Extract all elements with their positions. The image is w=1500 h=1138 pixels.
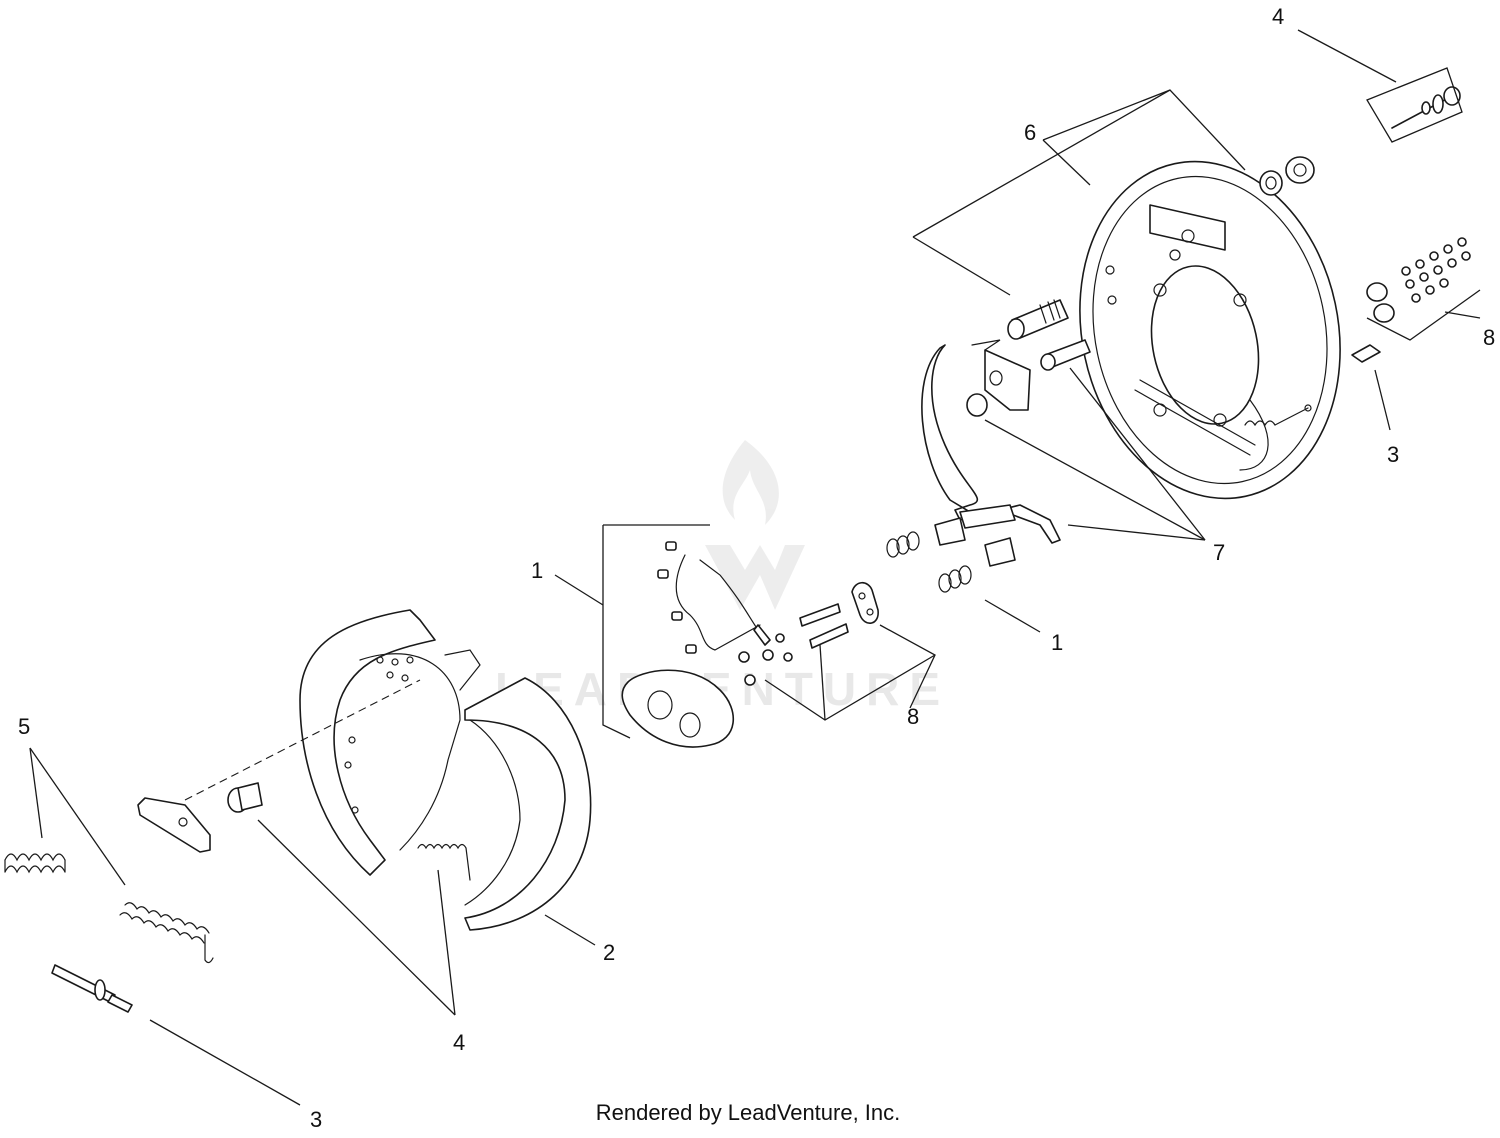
hardware-kit-right xyxy=(1366,237,1471,323)
hex-nut xyxy=(1285,156,1315,184)
leader-lines xyxy=(29,29,1481,1106)
return-spring-b xyxy=(938,565,972,593)
actuating-lever xyxy=(921,339,1061,567)
callout-3-right: 3 xyxy=(1387,442,1399,467)
callout-8-mid: 8 xyxy=(907,704,919,729)
callout-3-bottom: 3 xyxy=(310,1107,322,1132)
magnet xyxy=(621,669,734,748)
brake-shoe-front xyxy=(444,649,592,931)
magnet-harness xyxy=(657,541,774,661)
callout-7: 7 xyxy=(1213,540,1225,565)
shoe-spring xyxy=(417,843,471,881)
adjuster-spring-small xyxy=(1244,407,1309,427)
callout-1-left: 1 xyxy=(531,558,543,583)
compression-spring xyxy=(4,853,66,874)
anchor-stud xyxy=(1007,299,1069,340)
backing-plate xyxy=(1079,160,1341,500)
tension-spring xyxy=(119,902,214,964)
adjuster-screw xyxy=(51,964,133,1013)
callout-1-right: 1 xyxy=(1051,630,1063,655)
hold-down-plate xyxy=(137,797,211,853)
alignment-line xyxy=(184,679,421,801)
callout-4-top: 4 xyxy=(1272,4,1284,29)
screw-set xyxy=(738,603,849,686)
bolt-pin-top xyxy=(1391,86,1461,129)
lock-washer xyxy=(1259,170,1283,196)
pivot-pin xyxy=(1040,339,1091,371)
callout-4-bottom: 4 xyxy=(453,1030,465,1055)
callout-8-right: 8 xyxy=(1483,325,1495,350)
callout-5: 5 xyxy=(18,714,30,739)
hold-down-pin xyxy=(227,782,263,813)
callout-2: 2 xyxy=(603,940,615,965)
link-plate xyxy=(851,581,879,624)
brake-shoe-rear xyxy=(299,609,461,876)
return-spring-a xyxy=(886,531,920,558)
render-credit: Rendered by LeadVenture, Inc. xyxy=(595,1100,901,1125)
callout-6: 6 xyxy=(1024,120,1036,145)
callout-labels: 4 6 8 3 7 1 1 8 5 2 4 3 xyxy=(18,4,1495,1132)
adjuster-clip-right xyxy=(1351,344,1381,363)
